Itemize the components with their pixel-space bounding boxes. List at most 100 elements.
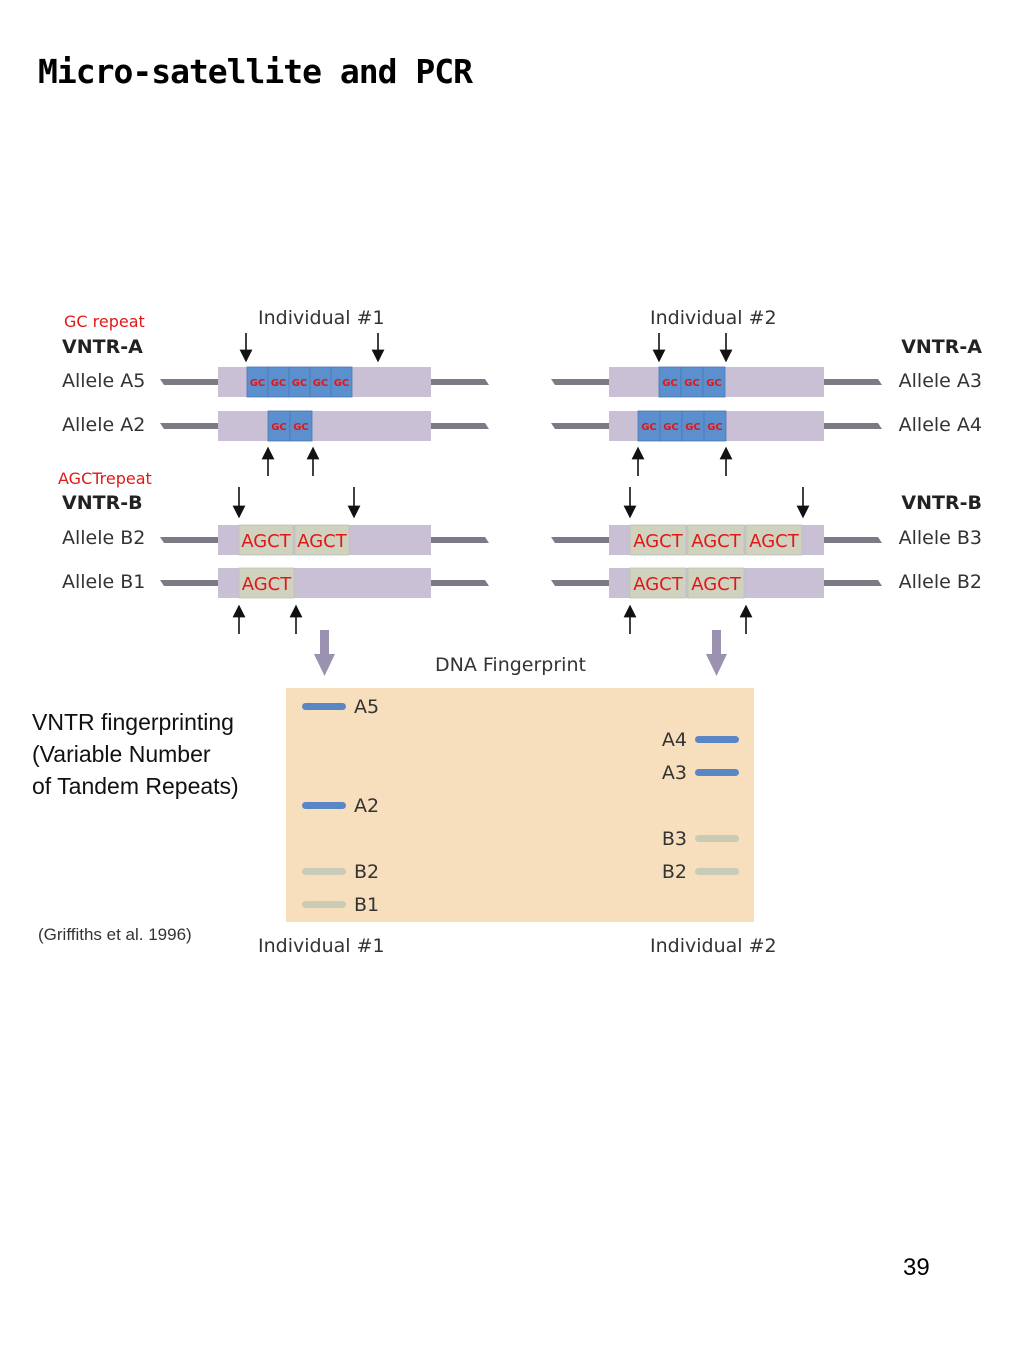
repeat-unit-label: GC [684, 378, 700, 389]
repeat-unit-label: AGCT [241, 531, 292, 552]
repeat-unit-label: AGCT [633, 531, 684, 552]
big-down-arrows [314, 630, 727, 676]
gel-band-label: A3 [662, 762, 687, 784]
repeat-unit [745, 524, 803, 556]
repeat-unit [238, 524, 294, 556]
flanking-dna [431, 537, 489, 543]
flanking-dna [431, 423, 489, 429]
gel-band-label: A5 [354, 696, 379, 718]
allele-label: Allele B3 [899, 527, 982, 549]
citation: (Griffiths et al. 1996) [38, 925, 192, 944]
allele-bar-individual-1: AGCT [160, 567, 489, 599]
gel-band-label: B1 [354, 894, 379, 916]
allele-bar-individual-1: GC GC [160, 410, 489, 442]
repeat-unit-label: AGCT [749, 531, 800, 552]
gel-band [302, 868, 346, 875]
allele-label: Allele A2 [62, 414, 145, 436]
flanking-dna [160, 423, 218, 429]
flanking-dna [160, 580, 218, 586]
gel-band [695, 769, 739, 776]
fingerprint-gel [286, 688, 754, 922]
allele-label: Allele A3 [899, 370, 982, 392]
flanking-dna [551, 580, 609, 586]
vntr-a-label-left: VNTR-A [62, 336, 143, 358]
gel-band [695, 835, 739, 842]
gel-band-label: B2 [662, 861, 687, 883]
page-number: 39 [903, 1254, 930, 1281]
flanking-dna [431, 580, 489, 586]
repeat-unit [629, 524, 687, 556]
repeat-unit-label: GC [706, 378, 722, 389]
flanking-dna [160, 537, 218, 543]
gel-band [302, 703, 346, 710]
allele-body [218, 411, 431, 441]
repeat-unit-label: AGCT [691, 531, 742, 552]
allele-label: Allele B2 [62, 527, 145, 549]
repeat-unit-label: AGCT [691, 574, 742, 595]
vntr-b-label-right: VNTR-B [901, 492, 982, 514]
flanking-dna [160, 379, 218, 385]
allele-bar-individual-1: GC GC GC GC GC [160, 366, 489, 398]
individual-1-top-label: Individual #1 [258, 307, 385, 329]
gel-band [695, 736, 739, 743]
repeat-unit-label: GC [250, 378, 266, 389]
repeat-unit [703, 410, 727, 442]
repeat-unit [289, 410, 313, 442]
allele-label: Allele A5 [62, 370, 145, 392]
individual-1-bottom-label: Individual #1 [258, 935, 385, 957]
page-title: Micro-satellite and PCR [38, 52, 473, 91]
repeat-unit-label: AGCT [633, 574, 684, 595]
flanking-dna [824, 423, 882, 429]
repeat-unit-label: GC [707, 422, 723, 433]
gel-band-label: B3 [662, 828, 687, 850]
vntr-a-label-right: VNTR-A [901, 336, 982, 358]
repeat-unit-label: GC [641, 422, 657, 433]
repeat-unit [629, 567, 687, 599]
allele-label: Allele B2 [899, 571, 982, 593]
allele-bar-individual-2: AGCT AGCT AGCT [551, 524, 882, 556]
flanking-dna [824, 379, 882, 385]
vntr-note-line-3: of Tandem Repeats) [32, 773, 239, 799]
flanking-dna [824, 537, 882, 543]
gel-band [695, 868, 739, 875]
gel-band-label: A2 [354, 795, 379, 817]
allele-label: Allele B1 [62, 571, 145, 593]
repeat-unit-label: GC [292, 378, 308, 389]
repeat-unit-label: GC [334, 378, 350, 389]
repeat-unit-label: GC [685, 422, 701, 433]
repeat-unit-label: AGCT [242, 574, 293, 595]
repeat-unit [687, 524, 745, 556]
vntr-note-line-2: (Variable Number [32, 741, 211, 767]
vntr-note-line-1: VNTR fingerprinting [32, 709, 234, 735]
primer-arrows-individual-1 [232, 333, 385, 634]
repeat-unit-label: GC [293, 422, 309, 433]
repeat-unit [294, 524, 350, 556]
gel-band-label: A4 [662, 729, 687, 751]
agct-repeat-label: AGCTrepeat [58, 469, 152, 488]
allele-bar-individual-2: AGCT AGCT [551, 567, 882, 599]
primer-arrows-individual-2 [623, 333, 810, 634]
flanking-dna [551, 537, 609, 543]
individual-2-bottom-label: Individual #2 [650, 935, 777, 957]
gel-band [302, 802, 346, 809]
repeat-unit-label: GC [271, 378, 287, 389]
repeat-unit-label: GC [313, 378, 329, 389]
gc-repeat-label: GC repeat [64, 312, 145, 331]
vntr-b-label-left: VNTR-B [62, 492, 143, 514]
repeat-unit-label: GC [662, 378, 678, 389]
repeat-unit [702, 366, 726, 398]
repeat-unit-label: AGCT [297, 531, 348, 552]
flanking-dna [824, 580, 882, 586]
gel-band [302, 901, 346, 908]
dna-fingerprint-title: DNA Fingerprint [435, 654, 586, 676]
repeat-unit [687, 567, 745, 599]
flanking-dna [431, 379, 489, 385]
allele-label: Allele A4 [899, 414, 982, 436]
repeat-unit-label: GC [271, 422, 287, 433]
repeat-unit [238, 567, 295, 599]
allele-bar-individual-2: GC GC GC [551, 366, 882, 398]
flanking-dna [551, 423, 609, 429]
